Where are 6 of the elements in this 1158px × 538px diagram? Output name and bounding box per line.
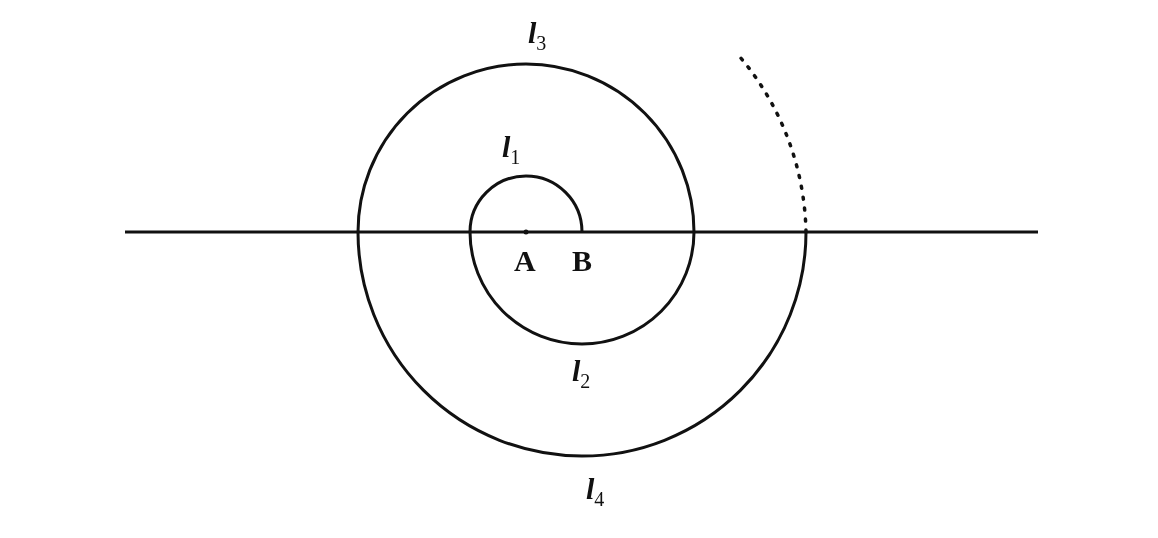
arc-label: l$_{4}$ bbox=[586, 474, 605, 509]
point-label: B bbox=[572, 246, 592, 276]
arc-label: l$_{1}$ bbox=[502, 132, 521, 167]
arc-label: l$_{2}$ bbox=[572, 356, 591, 391]
arc-label: l$_{3}$ bbox=[528, 18, 547, 53]
point-label: A bbox=[514, 246, 536, 276]
